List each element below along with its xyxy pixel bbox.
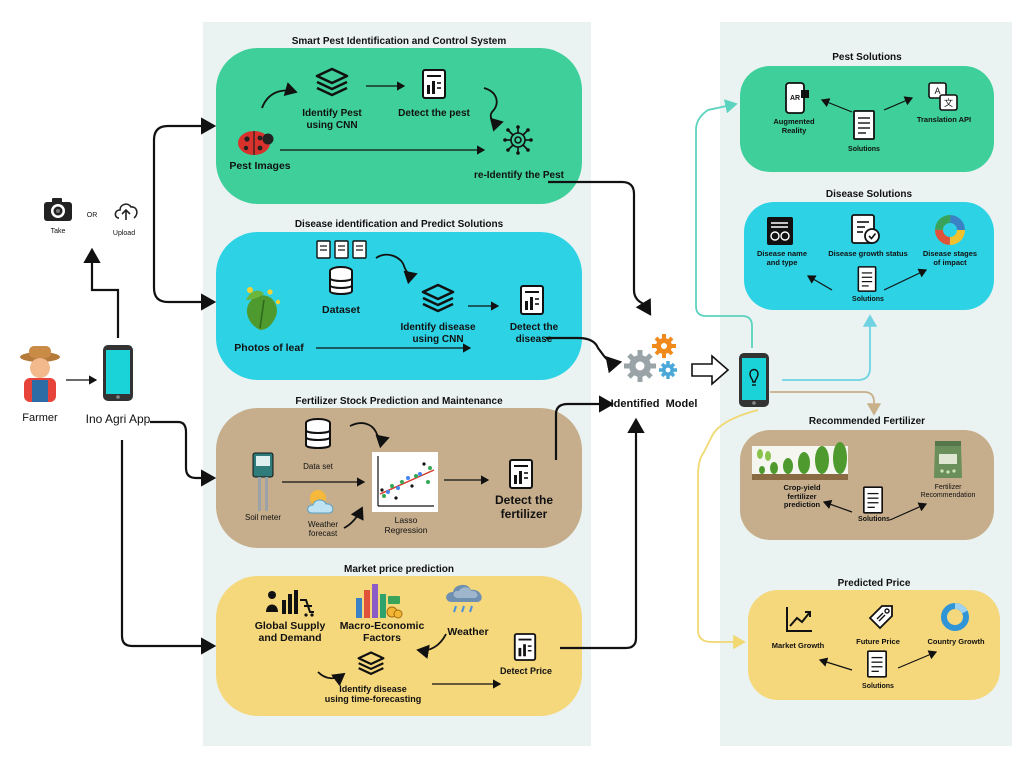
network-chip-icon [502,124,534,156]
photos-leaf-label: Photos of leaf [234,342,304,354]
pest-box [216,48,582,204]
predicted-title: Predicted Price [837,578,911,589]
smart-phone-icon [738,352,770,408]
report-icon [512,632,538,662]
weather-sun-cloud-icon [304,486,338,516]
country-growth-label: Country Growth [927,637,985,646]
market-weather-label: Weather [447,626,489,638]
leaf-photo-icon [236,282,286,332]
pest-detect-label: Detect the pest [398,108,470,119]
document-icon [856,266,878,292]
fertilizer-detect-label: Detect the fertilizer [494,493,553,521]
ladybug-icon [236,126,274,156]
supply-demand-label: Global Supply and Demand [254,620,326,645]
fertilizer-recommendation-label: Fertilizer Recommendation [920,484,976,500]
report-icon [518,284,546,316]
layers-icon [314,66,350,100]
market-growth-label: Market Growth [771,641,825,650]
report-icon [506,458,536,490]
upload-label: Upload [112,230,136,237]
growth-status-icon [850,214,882,246]
layers-icon [420,282,456,316]
farmer-label: Farmer [22,412,58,424]
translation-label: Translation API [916,115,972,124]
database-icon [304,418,332,450]
cloud-upload-icon[interactable] [112,200,140,222]
fertilizer-dataset-label: Data set [303,462,333,471]
layers-icon [356,650,386,678]
database-icon [328,266,354,296]
gears-icon [622,332,680,384]
pest-images-label: Pest Images [229,160,291,172]
disease-name-label: Disease name and type [756,249,808,267]
price-tag-icon [866,602,896,632]
disease-identify-label: Identify disease using CNN [400,322,476,345]
weather-forecast-label: Weather forecast [307,520,339,539]
take-label: Take [50,228,66,235]
recommended-solutions-label: Solutions [858,516,890,523]
market-title: Market price prediction [343,564,455,575]
market-detect-label: Detect Price [499,666,553,676]
document-icon [862,486,884,514]
soil-meter-label: Soil meter [244,513,281,522]
app-label: Ino Agri App [85,412,151,426]
disease-solutions-solutions-label: Solutions [852,296,884,303]
pest-title: Smart Pest Identification and Control Sy… [291,36,507,47]
farmer-icon [18,344,62,402]
document-icon [866,650,888,678]
dataset-label: Dataset [322,304,360,316]
donut-stages-icon [934,214,966,246]
or-label: OR [86,212,98,219]
future-price-label: Future Price [856,637,900,646]
lasso-label: Lasso Regression [384,515,428,535]
app-phone-icon[interactable] [102,344,134,402]
pest-solutions-title: Pest Solutions [832,52,902,63]
disease-title: Disease identification and Predict Solut… [294,219,504,230]
crop-yield-label: Crop-yield fertilizer prediction [783,483,821,510]
pest-reidentify-label: re-Identify the Pest [473,170,565,181]
crop-growth-image [752,442,848,480]
disease-detect-label: Detect the disease [509,322,559,345]
svg-text:AR: AR [790,95,800,102]
supply-demand-icon [266,586,316,618]
report-icon [420,68,448,100]
pest-identify-label: Identify Pest using CNN [302,108,362,131]
predicted-solutions-label: Solutions [862,683,894,690]
disease-solutions-title: Disease Solutions [825,189,913,200]
disease-stages-label: Disease stages of impact [922,249,978,267]
disease-type-icon [766,216,794,246]
dataset-docs-icon [316,240,368,260]
fertilizer-bag-icon [932,440,964,480]
recommended-title: Recommended Fertilizer [808,416,926,427]
augmented-reality-icon: AR [782,82,810,114]
fertilizer-title: Fertilizer Stock Prediction and Maintena… [295,396,503,407]
svg-text:A: A [934,86,940,96]
macro-economic-icon [354,582,403,620]
identified-model-label: Identified Model [610,398,698,410]
svg-text:文: 文 [944,97,953,108]
market-growth-icon [784,604,814,634]
market-identify-label: Identify disease using time-forecasting [324,684,422,705]
ar-label: Augmented Reality [773,117,815,135]
lasso-scatter-plot-icon [372,452,438,512]
pest-solutions-solutions-label: Solutions [848,146,880,153]
camera-icon[interactable] [42,196,74,224]
document-icon [852,110,876,140]
rain-cloud-icon [444,582,488,616]
country-growth-donut-icon [940,602,970,632]
disease-growth-label: Disease growth status [828,249,908,258]
macro-economic-label: Macro-Economic Factors [339,620,425,645]
soil-meter-icon [250,452,276,512]
